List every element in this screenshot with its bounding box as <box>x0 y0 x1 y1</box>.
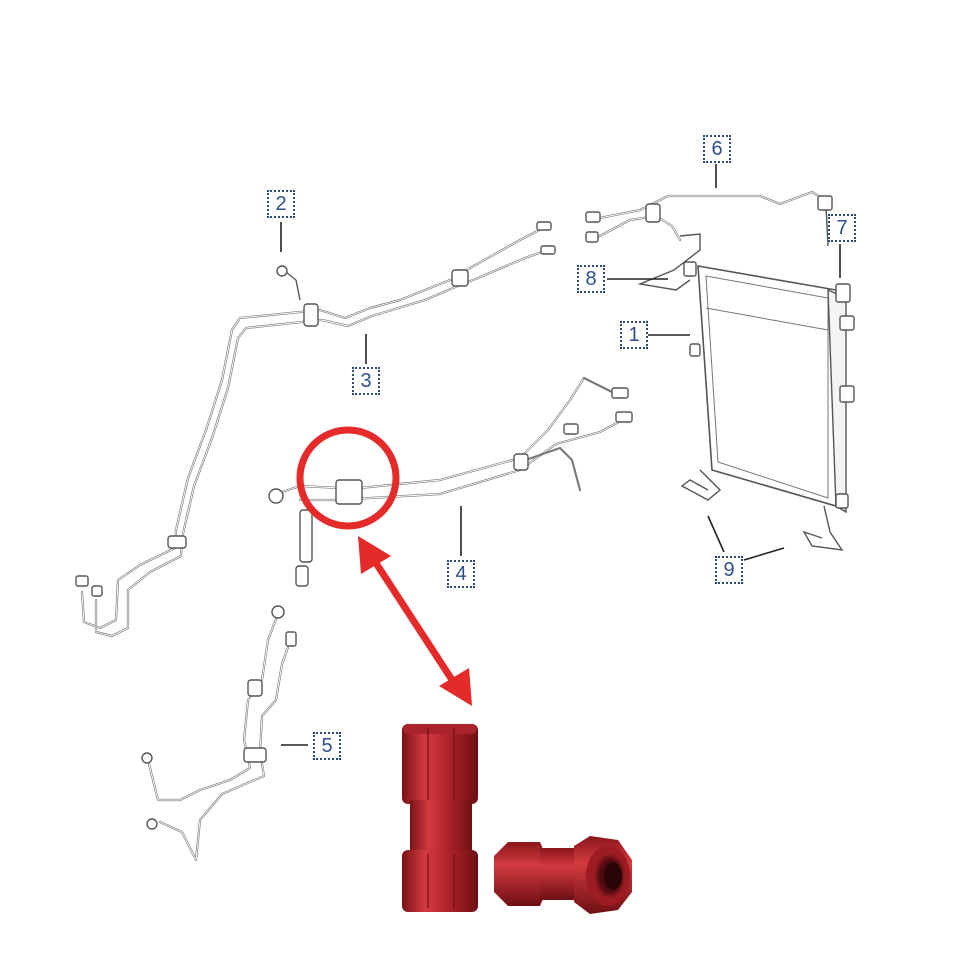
callout-2: 2 <box>267 190 295 218</box>
condenser-part-1 <box>689 265 855 514</box>
callout-1: 1 <box>620 321 648 349</box>
ac-line-part-4 <box>268 376 633 505</box>
highlight-circle <box>296 426 400 530</box>
callout-9: 9 <box>715 556 743 584</box>
double-arrow <box>358 536 472 706</box>
callout-7: 7 <box>828 214 856 242</box>
sensor-part-8 <box>637 233 701 291</box>
leader-lines <box>280 164 841 746</box>
callout-3: 3 <box>352 367 380 395</box>
ac-line-part-5 <box>141 509 313 862</box>
ac-line-part-6 <box>585 190 833 247</box>
ac-line-part-3 <box>75 221 556 638</box>
callout-5: 5 <box>313 732 341 760</box>
callout-4: 4 <box>447 560 475 588</box>
brackets-part-9 <box>680 469 844 551</box>
callout-8: 8 <box>577 265 605 293</box>
red-coupler-upright <box>402 724 478 912</box>
red-coupler-lying <box>494 836 632 914</box>
callout-6: 6 <box>703 135 731 163</box>
